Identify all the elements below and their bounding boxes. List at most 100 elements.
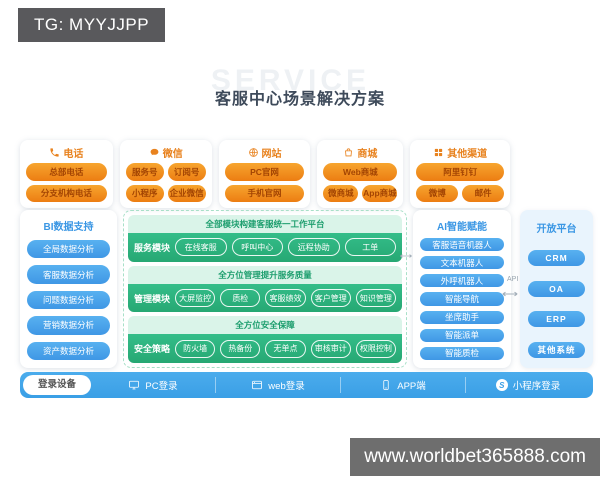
login-web: web登录 [215,377,340,393]
open-platform-panel: 开放平台 CRM OA ERP 其他系统 [520,210,593,368]
login-label: APP端 [397,381,426,392]
channel-card-website: 网站 PC官网 手机官网 [218,140,311,208]
channel-item: App商城 [362,184,398,202]
website-icon [248,147,259,158]
ai-panel: AI智能赋能 客服语音机器人 文本机器人 外呼机器人 智能导航 坐席助手 智能派… [413,210,511,368]
channel-title: 微信 [162,149,183,160]
monitor-icon [128,379,140,391]
channel-item: Web商城 [323,163,398,181]
channel-item: 微博 [416,184,459,202]
login-bar: 登录设备 PC登录 web登录 APP端 S 小程序登录 [20,372,593,398]
channel-item: 阿里钉钉 [416,163,504,181]
bi-item: 资产数据分析 [27,341,110,361]
module-pill: 知识管理 [355,289,397,307]
ai-item: 客服语音机器人 [420,238,504,252]
platform-panel: 全部模块构建客服统一工作平台 服务模块 在线客服 呼叫中心 远程协助 工单 全方… [123,210,407,368]
channel-card-other: 其他渠道 阿里钉钉 微博 邮件 [410,140,510,208]
module-pill: 无单点 [265,339,306,358]
security-section: 全方位安全保障 安全策略 防火墙 热备份 无单点 审核审计 权限控制 [128,316,402,364]
ai-item: 外呼机器人 [420,274,504,288]
section-caption: 全方位管理提升服务质量 [128,265,402,284]
module-pill: 远程协助 [288,238,340,257]
channel-item: 微商城 [323,184,359,202]
bi-item: 问题数据分析 [27,290,110,310]
module-pill: 权限控制 [355,339,397,358]
channel-header: 微信 [126,146,206,160]
ai-item: 坐席助手 [420,310,504,324]
channel-item: 小程序 [125,184,164,202]
bi-item: 营销数据分析 [27,316,110,335]
module-pill: 客户管理 [310,289,351,307]
tg-watermark: TG: MYYJJPP [18,8,166,42]
module-pill: 工单 [344,238,397,257]
channel-item: 企业微信 [167,184,206,202]
module-pill: 在线客服 [175,238,227,257]
section-band: 管理模块 大屏监控 质检 客服绩效 客户管理 知识管理 [128,283,402,313]
channel-item: PC官网 [224,163,305,181]
section-label: 服务模块 [134,242,171,253]
module-pill: 热备份 [220,339,261,358]
module-pill: 防火墙 [175,339,216,358]
section-band: 服务模块 在线客服 呼叫中心 远程协助 工单 [128,233,402,262]
channel-card-mall: 商城 Web商城 微商城 App商城 [317,140,404,208]
ai-item: 智能导航 [420,292,504,306]
open-platform-title: 开放平台 [536,224,577,235]
ai-item: 智能质检 [420,346,504,360]
bi-item: 客服数据分析 [27,265,110,284]
smartphone-icon [380,379,392,391]
login-label: web登录 [268,381,305,392]
login-devices-label: 登录设备 [23,375,92,395]
module-pill: 呼叫中心 [231,238,284,257]
channel-header: 商城 [323,146,397,160]
channel-title: 商城 [357,149,378,160]
browser-icon [251,379,263,391]
login-label: 小程序登录 [512,381,561,392]
section-caption: 全部模块构建客服统一工作平台 [128,215,402,233]
miniprogram-icon: S [495,379,508,391]
login-pc: PC登录 [91,377,215,393]
channel-item: 服务号 [125,163,164,181]
channel-item: 邮件 [462,184,505,202]
module-pill: 大屏监控 [175,289,216,307]
channel-card-phone: 电话 总部电话 分支机构电话 [20,140,113,208]
channel-header: 电话 [26,146,107,160]
channel-title: 其他渠道 [447,149,488,160]
api-label: API [507,276,519,283]
section-band: 安全策略 防火墙 热备份 无单点 审核审计 权限控制 [128,334,402,364]
login-app: APP端 [340,377,465,393]
service-module-section: 全部模块构建客服统一工作平台 服务模块 在线客服 呼叫中心 远程协助 工单 [128,215,402,262]
channel-header: 其他渠道 [416,146,504,160]
channel-item: 分支机构电话 [26,184,107,202]
channel-card-wechat: 微信 服务号 订阅号 小程序 企业微信 [119,140,212,208]
ai-title: AI智能赋能 [437,222,487,233]
bi-title: BI数据支持 [43,222,94,233]
open-platform-item: 其他系统 [528,342,585,358]
channel-item: 总部电话 [26,163,107,181]
section-label: 安全策略 [134,344,171,355]
channel-title: 网站 [261,149,282,160]
channel-item: 手机官网 [224,184,305,202]
site-watermark: www.worldbet365888.com [350,438,600,476]
wechat-icon [149,147,160,158]
bi-panel: BI数据支持 全局数据分析 客服数据分析 问题数据分析 营销数据分析 资产数据分… [20,210,117,368]
channel-title: 电话 [63,149,84,160]
module-pill: 审核审计 [310,339,351,358]
open-platform-item: OA [528,280,585,297]
channel-header: 网站 [225,146,305,160]
ai-item: 文本机器人 [420,256,504,270]
channel-row: 电话 总部电话 分支机构电话 微信 服务号 订阅号 小程序 企业微信 网站 [20,140,510,208]
channel-item: 订阅号 [167,163,206,181]
section-caption: 全方位安全保障 [128,316,402,335]
open-platform-item: CRM [528,249,585,266]
section-label: 管理模块 [134,293,171,304]
connector-arrow [399,247,413,265]
module-pill: 客服绩效 [265,289,306,307]
ai-item: 智能派单 [420,328,504,342]
other-channels-icon [433,147,444,158]
login-label: PC登录 [145,381,178,392]
login-miniprogram: S 小程序登录 [465,377,590,393]
management-module-section: 全方位管理提升服务质量 管理模块 大屏监控 质检 客服绩效 客户管理 知识管理 [128,265,402,313]
bi-item: 全局数据分析 [27,240,110,259]
module-pill: 质检 [220,289,261,307]
